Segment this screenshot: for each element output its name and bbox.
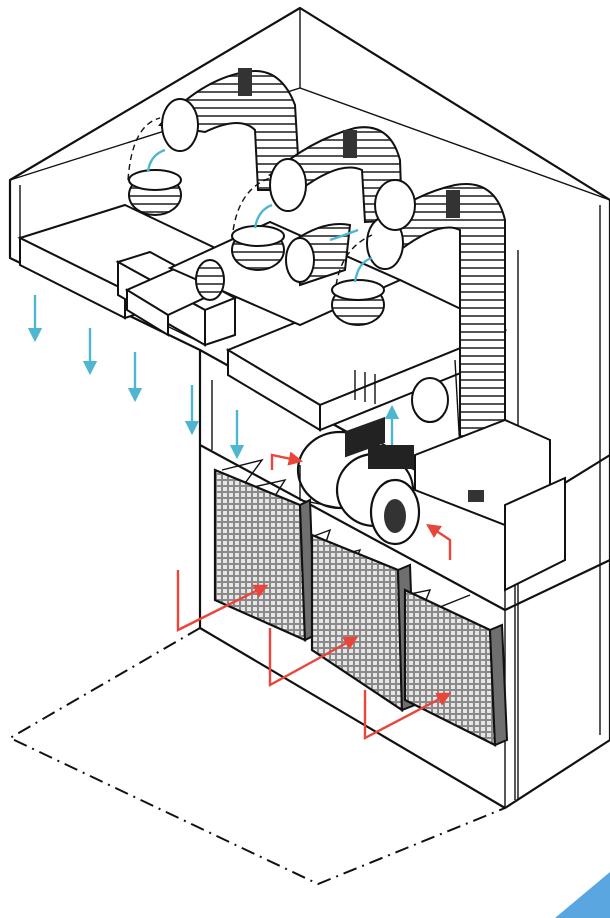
- plenum-box: [167, 220, 508, 432]
- vertical-ducts: [354, 370, 449, 423]
- blower-fan: [335, 445, 421, 546]
- supply-air-arrows: [27, 295, 400, 460]
- flexible-duct: [127, 68, 302, 216]
- corner-accent: [555, 872, 610, 918]
- filter-grille: [310, 533, 417, 713]
- flexible-duct: [331, 179, 506, 451]
- flexible-duct: [195, 126, 404, 301]
- supply-connector: [146, 148, 373, 283]
- return-air-arrows: [176, 451, 452, 740]
- control-box: [414, 418, 566, 592]
- filter-grille: [403, 588, 509, 747]
